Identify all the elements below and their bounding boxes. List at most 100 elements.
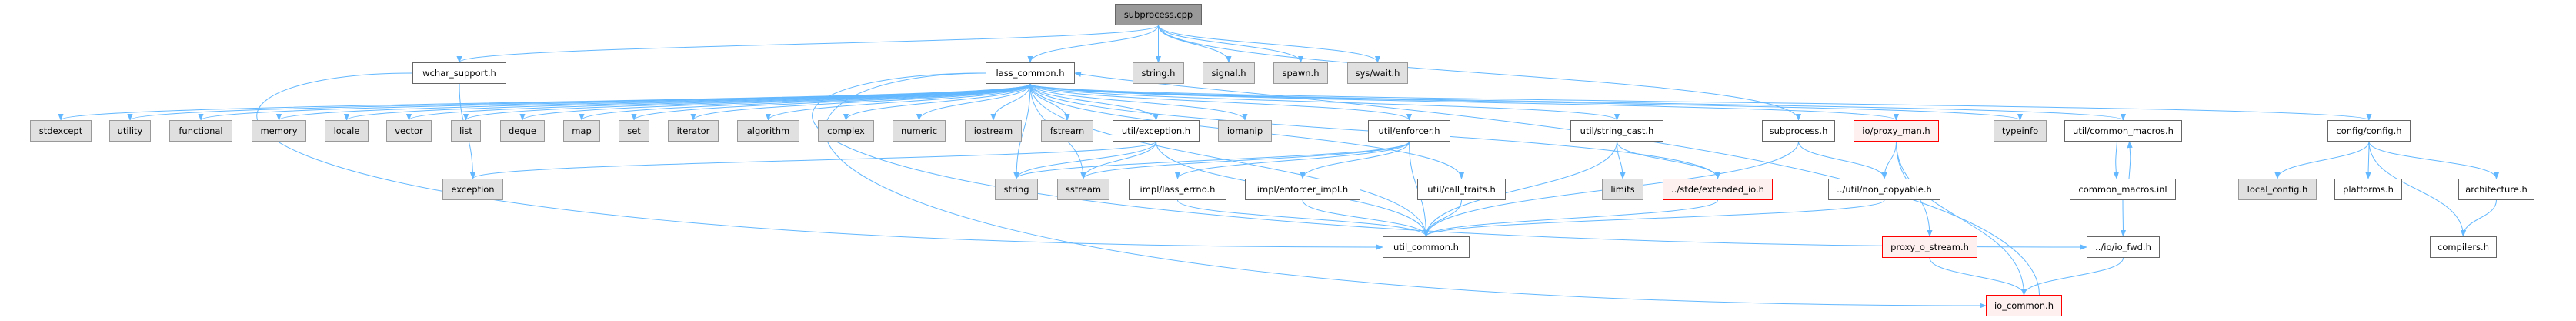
node-sstream[interactable]: sstream [1057,179,1109,200]
node-subprocess-h[interactable]: subprocess.h [1762,120,1835,142]
node-complex[interactable]: complex [818,120,874,142]
node-functional[interactable]: functional [169,120,232,142]
node-util-exception[interactable]: util/exception.h [1113,120,1200,142]
node-common-macros-inl[interactable]: common_macros.inl [2070,179,2176,200]
edge-lass-common-to-set [631,83,1031,121]
edge-util-enforcer-to-impl-lass-errno [1175,141,1410,179]
edge-util-exception-to-string [1013,141,1156,179]
edge-subprocess-h-to-util-non-copyable [1798,141,1887,179]
edge-util-string-cast-to-limits [1617,141,1626,179]
node-config-config[interactable]: config/config.h [2327,120,2411,142]
edge-lass-common-to-complex [843,83,1031,121]
edge-lass-common-to-string [1013,83,1031,179]
node-iomanip[interactable]: iomanip [1218,120,1272,142]
node-fstream[interactable]: fstream [1041,120,1093,142]
node-impl-enforcer-impl[interactable]: impl/enforcer_impl.h [1245,179,1360,200]
edge-lass-common-to-locale [344,83,1031,121]
edge-lass-common-to-typeinfo [1029,83,2023,121]
edge-subprocess-cpp-to-wchar-support [456,25,1159,63]
node-lass-common[interactable]: lass_common.h [986,62,1075,84]
edge-config-config-to-compilers [2368,141,2467,237]
edge-lass-common-to-iomanip [1029,83,1248,121]
edge-stde-extended-io-to-util-common [1423,199,1718,237]
edge-impl-lass-errno-to-util-common [1177,199,1429,237]
node-io-proxy-man[interactable]: io/proxy_man.h [1854,120,1939,142]
node-limits[interactable]: limits [1602,179,1643,200]
node-io-common[interactable]: io_common.h [1986,295,2062,316]
node-numeric[interactable]: numeric [893,120,946,142]
node-string[interactable]: string [995,179,1038,200]
node-architecture[interactable]: architecture.h [2458,179,2534,200]
node-util-call-traits[interactable]: util/call_traits.h [1417,179,1506,200]
node-wchar-support[interactable]: wchar_support.h [412,62,506,84]
node-util-enforcer[interactable]: util/enforcer.h [1368,120,1450,142]
edge-config-config-to-architecture [2368,141,2500,179]
edge-lass-common-to-config-config [1029,83,2371,121]
node-io-fwd[interactable]: ../io/io_fwd.h [2087,236,2160,258]
edge-lass-common-to-numeric [916,83,1031,121]
edge-subprocess-cpp-to-sys-wait [1158,25,1381,63]
edge-proxy-o-stream-to-io-common [1929,257,2027,296]
node-local-config[interactable]: local_config.h [2238,179,2317,200]
edge-lass-common-to-util-enforcer [1029,83,1412,121]
edge-util-non-copyable-to-util-common [1423,199,1885,237]
node-iterator[interactable]: iterator [668,120,719,142]
node-sys-wait[interactable]: sys/wait.h [1347,62,1408,84]
edge-subprocess-cpp-to-subprocess-h [1158,25,1801,121]
edge-common-macros-inl-to-io-fwd [2120,199,2127,237]
edge-subprocess-cpp-to-spawn-h [1158,25,1304,63]
edge-lass-common-to-io-common [824,72,1987,309]
edge-util-enforcer-to-string [1013,141,1410,179]
edge-lass-common-to-io-fwd [812,72,2087,250]
node-set[interactable]: set [619,120,649,142]
node-signal-h[interactable]: signal.h [1203,62,1255,84]
node-stdexcept[interactable]: stdexcept [30,120,92,142]
node-list[interactable]: list [451,120,481,142]
node-string-h[interactable]: string.h [1133,62,1184,84]
node-exception[interactable]: exception [442,179,503,200]
edge-lass-common-to-iostream [990,83,1031,121]
node-impl-lass-errno[interactable]: impl/lass_errno.h [1129,179,1226,200]
node-proxy-o-stream[interactable]: proxy_o_stream.h [1882,236,1977,258]
node-memory[interactable]: memory [252,120,306,142]
node-util-non-copyable[interactable]: ../util/non_copyable.h [1828,179,1940,200]
node-iostream[interactable]: iostream [965,120,1022,142]
node-spawn-h[interactable]: spawn.h [1273,62,1328,84]
edge-io-fwd-to-io-common [2020,257,2124,296]
edge-wchar-support-to-util-common [256,72,1383,250]
node-algorithm[interactable]: algorithm [737,120,799,142]
node-locale[interactable]: locale [325,120,369,142]
edge-lass-common-to-util-string-cast [1029,83,1620,121]
node-stde-extended-io[interactable]: ../stde/extended_io.h [1663,179,1773,200]
node-util-common-macros[interactable]: util/common_macros.h [2064,120,2182,142]
edge-util-common-macros-to-common-macros-inl [2113,141,2119,179]
edge-lass-common-to-stdexcept [58,83,1031,121]
edge-lass-common-to-map [579,83,1031,121]
edge-lass-common-to-iterator [690,83,1031,121]
edge-util-enforcer-to-sstream [1080,141,1410,179]
node-compilers[interactable]: compilers.h [2430,236,2497,258]
node-subprocess-cpp[interactable]: subprocess.cpp [1115,4,1202,25]
node-map[interactable]: map [563,120,600,142]
edge-lass-common-to-fstream [1029,83,1070,121]
edge-lass-common-to-util-common-macros [1029,83,2126,121]
edge-util-exception-to-exception [470,141,1156,179]
edge-lass-common-to-functional [198,83,1031,121]
node-platforms[interactable]: platforms.h [2334,179,2402,200]
edge-subprocess-cpp-to-lass-common [1027,25,1159,63]
edge-common-macros-inl-to-util-common-macros [2127,141,2133,179]
node-utility[interactable]: utility [109,120,151,142]
edge-config-config-to-local-config [2274,141,2370,179]
node-util-common[interactable]: util_common.h [1383,236,1470,258]
edge-lass-common-to-util-exception [1029,83,1160,121]
node-typeinfo[interactable]: typeinfo [1994,120,2047,142]
edge-architecture-to-compilers [2460,199,2497,237]
node-util-string-cast[interactable]: util/string_cast.h [1570,120,1663,142]
edge-subprocess-cpp-to-signal-h [1158,25,1232,63]
edge-lass-common-to-io-proxy-man [1029,83,1899,121]
node-deque[interactable]: deque [500,120,545,142]
node-vector[interactable]: vector [386,120,432,142]
edge-lass-common-to-memory [276,83,1031,121]
